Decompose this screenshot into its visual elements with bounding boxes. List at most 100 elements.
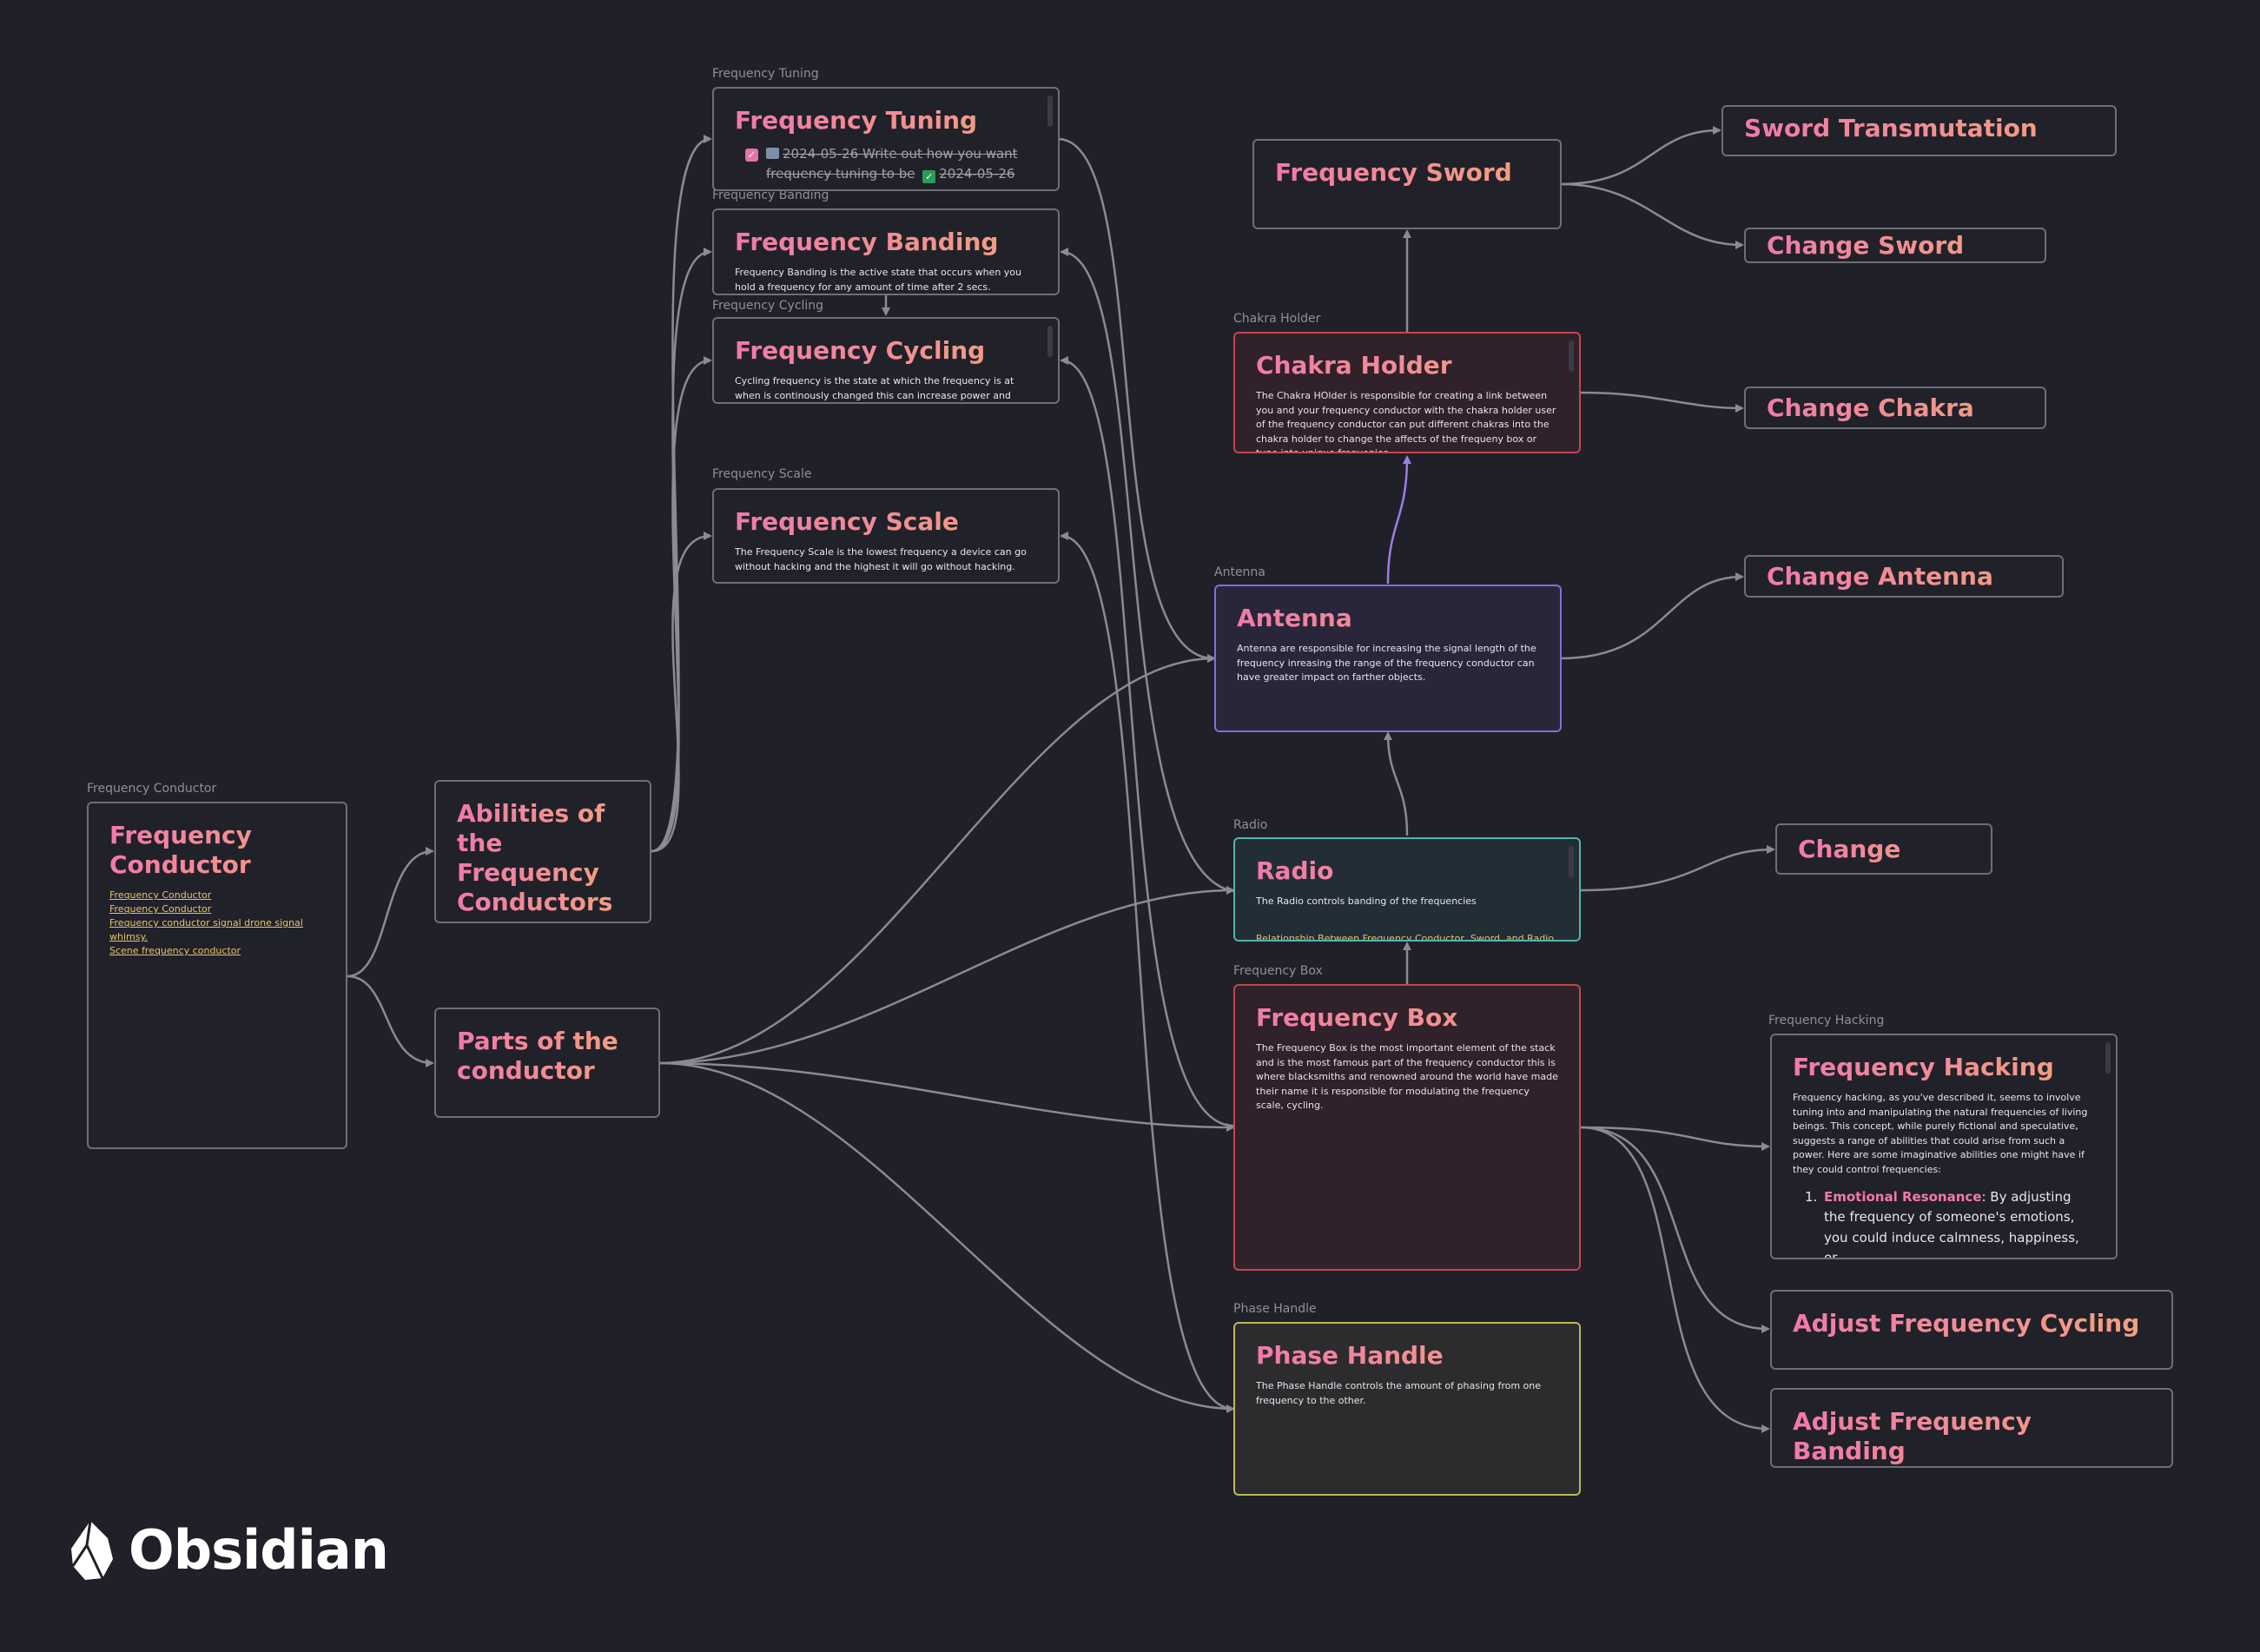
card-text: Cycling frequency is the state at which … [735, 375, 1014, 401]
card-adjust-frequency-banding[interactable]: Adjust Frequency Banding [1770, 1388, 2173, 1468]
card-title: Sword Transmutation [1744, 114, 2094, 143]
obsidian-logo: Obsidian [68, 1518, 389, 1582]
card-title: Phase Handle [1256, 1341, 1558, 1371]
edge-abilities-tuning [651, 135, 712, 853]
edge-conductor-abilities [347, 847, 434, 978]
scrollbar[interactable] [2105, 1042, 2111, 1074]
card-chakra-holder[interactable]: Chakra Holder The Chakra HOlder is respo… [1233, 332, 1581, 453]
card-change-chakra[interactable]: Change Chakra [1744, 387, 2046, 429]
logo-text: Obsidian [129, 1518, 389, 1582]
done-check-icon: ✓ [922, 170, 936, 184]
edge-antenna-chakra [1386, 455, 1411, 585]
card-text: The Phase Handle controls the amount of … [1256, 1380, 1542, 1406]
card-frequency-conductor[interactable]: Frequency Conductor Frequency Conductor … [87, 802, 347, 1149]
group-label-phase-handle: Phase Handle [1233, 1302, 1317, 1316]
list-item: 1. Emotional Resonance: By adjusting the … [1805, 1187, 2095, 1259]
edge-phase-scale [1060, 532, 1234, 1411]
card-abilities[interactable]: Abilities of the Frequency Conductors [434, 780, 651, 923]
card-phase-handle[interactable]: Phase Handle The Phase Handle controls t… [1233, 1322, 1581, 1496]
card-title: Frequency Box [1256, 1003, 1558, 1033]
group-label-antenna: Antenna [1214, 565, 1265, 579]
edge-sword-change [1560, 182, 1744, 249]
card-antenna[interactable]: Antenna Antenna are responsible for incr… [1214, 585, 1562, 732]
card-frequency-banding[interactable]: Frequency Banding Frequency Banding is t… [712, 208, 1060, 295]
card-title: Adjust Frequency Banding [1793, 1407, 2151, 1466]
card-title: Radio [1256, 856, 1558, 886]
group-label-frequency-scale: Frequency Scale [712, 467, 812, 481]
card-frequency-cycling[interactable]: Frequency Cycling Cycling frequency is t… [712, 317, 1060, 404]
link-frequency-conductor-2[interactable]: Frequency Conductor [109, 903, 212, 915]
group-label-frequency-cycling: Frequency Cycling [712, 299, 824, 313]
edge-radio-change [1580, 845, 1775, 892]
card-sword-transmutation[interactable]: Sword Transmutation [1721, 105, 2117, 156]
link-relationship[interactable]: Relationship Between Frequency Conductor… [1256, 932, 1555, 942]
edge-box-hacking [1580, 1126, 1770, 1151]
edge-abilities-scale [651, 532, 712, 853]
edge-conductor-parts [347, 975, 434, 1067]
group-label-frequency-box: Frequency Box [1233, 964, 1323, 978]
scrollbar[interactable] [1047, 96, 1053, 127]
edge-box-cycling-adjust [1580, 1126, 1770, 1333]
card-title: Change Radio [1798, 825, 1970, 873]
card-radio[interactable]: Radio The Radio controls banding of the … [1233, 837, 1581, 942]
card-text: Antenna are responsible for increasing t… [1237, 643, 1536, 684]
edge-parts-phase [659, 1061, 1235, 1413]
edge-radio-banding [1060, 248, 1234, 893]
card-title: Frequency Tuning [735, 106, 1037, 135]
card-title: Frequency Cycling [735, 336, 1037, 366]
card-title: Change Chakra [1767, 388, 2024, 427]
card-title: Chakra Holder [1256, 351, 1558, 380]
edge-abilities-banding [651, 248, 712, 853]
link-frequency-conductor-1[interactable]: Frequency Conductor [109, 889, 212, 902]
checkbox-checked-icon[interactable]: ✓ [745, 149, 758, 162]
card-title: Change Sword [1767, 229, 2024, 261]
card-title: Frequency Banding [735, 228, 1037, 257]
card-title: Antenna [1237, 604, 1539, 633]
card-frequency-scale[interactable]: Frequency Scale The Frequency Scale is t… [712, 488, 1060, 584]
link-scene-frequency-conductor[interactable]: Scene frequency conductor [109, 945, 241, 957]
task-text: 2024-05-26 Write out how you want freque… [766, 146, 1018, 182]
edge-antenna-change [1560, 572, 1744, 660]
edge-sword-transmutation [1560, 126, 1721, 186]
group-label-frequency-banding: Frequency Banding [712, 188, 829, 202]
card-frequency-tuning[interactable]: Frequency Tuning ✓ 2024-05-26 Write out … [712, 87, 1060, 191]
card-title: Change Antenna [1767, 557, 2041, 596]
scrollbar[interactable] [1047, 326, 1053, 357]
card-change-radio[interactable]: Change Radio [1775, 823, 1992, 875]
list-text: : By adjusting the frequency of someone'… [1824, 1189, 2079, 1259]
edge-parts-box [659, 1061, 1235, 1132]
card-frequency-hacking[interactable]: Frequency Hacking Frequency hacking, as … [1770, 1034, 2118, 1259]
group-label-frequency-tuning: Frequency Tuning [712, 67, 819, 81]
list-term: Emotional Resonance [1824, 1189, 1982, 1206]
obsidian-icon [71, 1520, 113, 1580]
task-item[interactable]: ✓ 2024-05-26 Write out how you want freq… [735, 144, 1037, 185]
scrollbar[interactable] [1569, 340, 1574, 372]
card-text: The Frequency Box is the most important … [1256, 1042, 1558, 1112]
card-title: Abilities of the Frequency Conductors [457, 799, 629, 918]
card-parts-of-conductor[interactable]: Parts of the conductor [434, 1008, 660, 1118]
edge-abilities-cycling [651, 356, 712, 853]
group-label-chakra-holder: Chakra Holder [1233, 312, 1321, 326]
edge-box-cycling [1060, 356, 1234, 1127]
card-change-antenna[interactable]: Change Antenna [1744, 555, 2064, 598]
card-title: Frequency Conductor [109, 821, 325, 880]
card-title: Frequency Scale [735, 507, 1037, 537]
link-signal-drone[interactable]: Frequency conductor signal drone signal … [109, 917, 303, 943]
task-done-date: 2024-05-26 [939, 166, 1015, 182]
card-change-sword[interactable]: Change Sword [1744, 228, 2046, 263]
scrollbar[interactable] [1569, 846, 1574, 877]
edge-parts-antenna [659, 654, 1216, 1065]
card-text: The Chakra HOlder is responsible for cre… [1256, 390, 1556, 453]
card-title: Adjust Frequency Cycling [1793, 1309, 2151, 1338]
card-text: The Frequency Scale is the lowest freque… [735, 546, 1027, 572]
edge-box-banding-adjust [1580, 1126, 1770, 1433]
card-adjust-frequency-cycling[interactable]: Adjust Frequency Cycling [1770, 1290, 2173, 1370]
card-frequency-box[interactable]: Frequency Box The Frequency Box is the m… [1233, 984, 1581, 1271]
edge-parts-radio [659, 886, 1235, 1065]
list-number: 1. [1805, 1189, 1818, 1206]
card-frequency-sword[interactable]: Frequency Sword [1252, 139, 1562, 229]
group-label-radio: Radio [1233, 818, 1268, 832]
card-title: Frequency Sword [1275, 158, 1539, 188]
edge-tuning-antenna [1057, 137, 1216, 664]
